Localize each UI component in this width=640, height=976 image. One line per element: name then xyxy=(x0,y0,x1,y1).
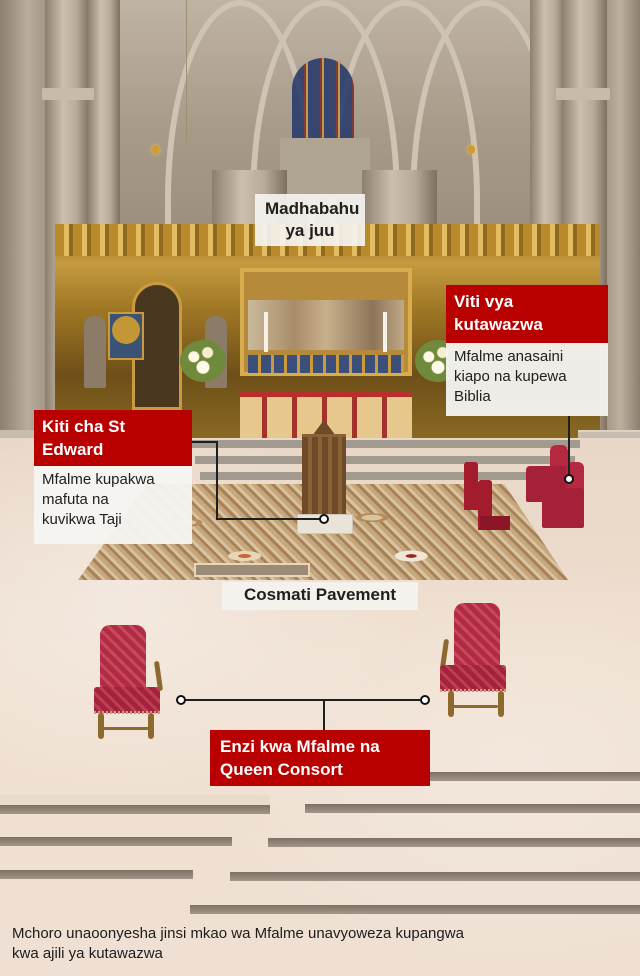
stair-riser xyxy=(0,870,193,879)
throne-seat xyxy=(94,687,160,713)
st-edward-title-line2: Edward xyxy=(42,440,104,459)
throne-leg xyxy=(148,713,154,739)
throne-leg xyxy=(98,713,104,739)
chairs-of-estate-desc-line1: Mfalme anasaini xyxy=(454,348,564,365)
lamp-chain xyxy=(186,0,187,146)
candle xyxy=(383,312,387,352)
high-altar-label-line2: ya juu xyxy=(285,221,335,240)
pillar-capital xyxy=(556,88,610,100)
st-edward-desc-line2: mafuta na xyxy=(42,491,109,508)
diagram-caption: Mchoro unaoonyesha jinsi mkao wa Mfalme … xyxy=(12,924,612,964)
thrones-leader-line xyxy=(323,700,325,730)
throne-leg xyxy=(498,691,504,717)
throne-back xyxy=(454,603,500,673)
chairs-of-estate-marker xyxy=(564,474,574,484)
st-edward-chair-description: Mfalme kupakwa mafuta na kuvikwa Taji xyxy=(34,466,192,544)
chairs-of-estate-title: Viti vya kutawazwa xyxy=(446,285,608,343)
high-altar-label-line1: Madhabahu xyxy=(265,199,360,218)
banner-roundel xyxy=(112,316,140,344)
cosmati-pavement-label: Cosmati Pavement xyxy=(222,582,418,610)
st-edward-leader-line xyxy=(192,441,217,443)
stair-riser xyxy=(0,837,232,846)
st-edward-chair-spire xyxy=(312,420,336,436)
chairs-of-estate-desc-line3: Biblia xyxy=(454,388,491,405)
stone-reredos xyxy=(280,138,370,198)
throne-stretcher xyxy=(448,705,498,708)
chairs-of-estate-title-line1: Viti vya xyxy=(454,292,514,311)
st-edward-desc-line3: kuvikwa Taji xyxy=(42,511,122,528)
chairs-of-estate-title-line2: kutawazwa xyxy=(454,315,543,334)
stair-riser xyxy=(190,905,640,914)
last-supper-painting xyxy=(248,300,404,350)
cosmati-pavement-label-text: Cosmati Pavement xyxy=(243,585,397,604)
stained-glass-window xyxy=(292,58,354,138)
st-edward-leader-line xyxy=(216,441,218,519)
thrones-label-line2: Queen Consort xyxy=(220,760,343,779)
throne-queen-consort xyxy=(439,603,508,718)
chair-of-estate xyxy=(542,488,584,528)
thrones-label: Enzi kwa Mfalme na Queen Consort xyxy=(210,730,430,786)
thrones-leader-line xyxy=(185,699,421,701)
stair-tread xyxy=(0,795,270,807)
pillar-capital xyxy=(42,88,94,100)
throne-king xyxy=(94,625,164,740)
sanctuary-step xyxy=(195,456,575,464)
throne-fringe xyxy=(94,711,160,714)
caption-line1: Mchoro unaoonyesha jinsi mkao wa Mfalme … xyxy=(12,925,464,942)
chairs-of-estate-desc-line2: kiapo na kupewa xyxy=(454,368,567,385)
faldstool xyxy=(464,462,478,510)
sanctuary-step xyxy=(190,440,580,448)
thrones-label-line1: Enzi kwa Mfalme na xyxy=(220,737,380,756)
stair-riser xyxy=(0,805,270,814)
st-edward-desc-line1: Mfalme kupakwa xyxy=(42,471,155,488)
chairs-of-estate-leader-line xyxy=(568,416,570,478)
caption-line2: kwa ajili ya kutawazwa xyxy=(12,945,163,962)
throne-fringe xyxy=(440,689,506,692)
stone-pillar xyxy=(530,0,566,230)
throne-leg xyxy=(448,691,454,717)
st-edward-leader-line xyxy=(216,518,320,520)
st-edward-chair xyxy=(302,434,346,517)
high-altar-label: Madhabahu ya juu xyxy=(255,194,365,246)
cosmati-inlay-panel xyxy=(194,563,310,577)
candle xyxy=(264,312,268,352)
hanging-lamp-icon xyxy=(152,145,159,154)
altarpiece-predella xyxy=(248,355,404,373)
stone-screen-pier xyxy=(362,170,437,230)
chairs-of-estate-description: Mfalme anasaini kiapo na kupewa Biblia xyxy=(446,343,608,416)
throne-back xyxy=(100,625,146,695)
st-edward-chair-marker xyxy=(319,514,329,524)
flower-arrangement xyxy=(180,340,226,382)
hanging-lamp-icon xyxy=(468,145,475,154)
throne-stretcher xyxy=(102,727,152,730)
stair-riser xyxy=(430,772,640,781)
stair-riser xyxy=(230,872,640,881)
sanctuary-step xyxy=(200,472,570,480)
stair-riser xyxy=(268,838,640,847)
queen-throne-marker xyxy=(420,695,430,705)
faldstool-kneeler xyxy=(480,516,510,530)
st-edward-title-line1: Kiti cha St xyxy=(42,417,126,436)
throne-seat xyxy=(440,665,506,691)
statue xyxy=(84,316,106,388)
stone-pillar xyxy=(88,0,120,230)
st-edward-chair-title: Kiti cha St Edward xyxy=(34,410,192,466)
stair-riser xyxy=(305,804,640,813)
